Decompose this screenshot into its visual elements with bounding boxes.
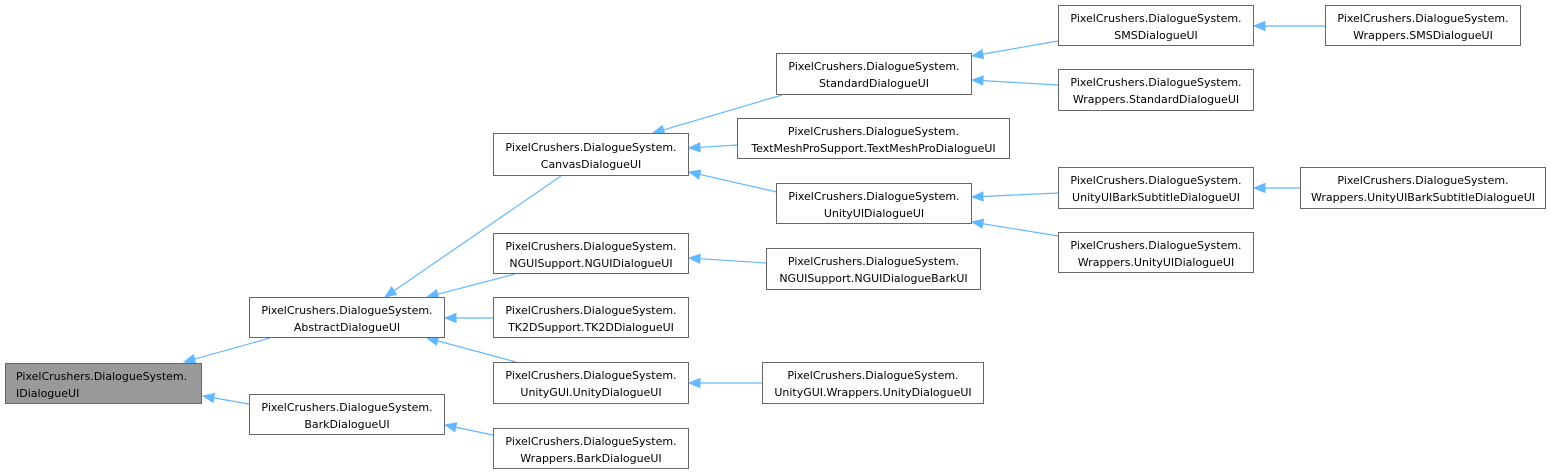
class-name-label: Wrappers.SMSDialogueUI	[1353, 29, 1493, 42]
class-node-bark-dialogue-ui[interactable]: PixelCrushers.DialogueSystem. BarkDialogu…	[249, 394, 445, 435]
class-node-unity-guiwrappers-unity-dialogue-ui[interactable]: PixelCrushers.DialogueSystem. UnityGUI.Wr…	[762, 362, 984, 404]
inheritance-arrowhead	[182, 353, 197, 364]
class-name-label: SMSDialogueUI	[1114, 29, 1198, 42]
inheritance-edge	[213, 397, 250, 405]
class-node-wrappers-bark-dialogue-ui[interactable]: PixelCrushers.DialogueSystem. Wrappers.Ba…	[493, 428, 689, 469]
class-node-nguidialogue-ui[interactable]: PixelCrushers.DialogueSystem. NGUISupport…	[493, 233, 689, 274]
inheritance-edge	[663, 94, 783, 131]
class-namespace-label: PixelCrushers.DialogueSystem.	[505, 141, 677, 154]
inheritance-arrowhead	[1252, 182, 1266, 194]
class-namespace-label: PixelCrushers.DialogueSystem.	[1070, 174, 1242, 187]
class-namespace-label: PixelCrushers.DialogueSystem.	[261, 304, 433, 317]
inheritance-arrowhead	[201, 392, 216, 404]
class-namespace-label: PixelCrushers.DialogueSystem.	[16, 370, 188, 383]
class-node-unity-uidialogue-ui[interactable]: PixelCrushers.DialogueSystem. UnityUIDial…	[776, 183, 972, 224]
class-node-idialogue-ui[interactable]: PixelCrushers.DialogueSystem. IDialogueUI	[5, 363, 202, 404]
inheritance-edge	[699, 258, 767, 264]
inheritance-arrowhead	[687, 253, 701, 264]
inheritance-edge	[982, 40, 1059, 55]
class-node-text-mesh-pro-dialogue-ui[interactable]: PixelCrushers.DialogueSystem. TextMeshPro…	[737, 118, 1010, 159]
class-name-label: UnityUIBarkSubtitleDialogueUI	[1072, 191, 1240, 204]
class-node-nguidialogue-bark-ui[interactable]: PixelCrushers.DialogueSystem. NGUISupport…	[766, 248, 981, 290]
class-name-label: AbstractDialogueUI	[293, 321, 401, 334]
class-name-label: UnityGUI.UnityDialogueUI	[520, 386, 662, 399]
class-node-unity-guidialogue-ui[interactable]: PixelCrushers.DialogueSystem. UnityGUI.Un…	[493, 362, 689, 404]
class-name-label: CanvasDialogueUI	[540, 158, 642, 171]
inheritance-edge	[437, 273, 516, 295]
inheritance-arrowhead	[687, 377, 701, 389]
inheritance-edge	[699, 144, 738, 148]
class-name-label: BarkDialogueUI	[304, 418, 390, 431]
class-namespace-label: PixelCrushers.DialogueSystem.	[261, 401, 433, 414]
class-node-smsdialogue-ui[interactable]: PixelCrushers.DialogueSystem. SMSDialogue…	[1058, 5, 1254, 46]
class-node-abstract-dialogue-ui[interactable]: PixelCrushers.DialogueSystem. AbstractDia…	[249, 297, 445, 338]
class-node-wrappers-standard-dialogue-ui[interactable]: PixelCrushers.DialogueSystem. Wrappers.St…	[1058, 69, 1254, 111]
class-name-label: StandardDialogueUI	[818, 77, 930, 90]
class-node-wrappers-unity-uidialogue-ui[interactable]: PixelCrushers.DialogueSystem. Wrappers.Un…	[1058, 232, 1254, 273]
inheritance-arrowhead	[970, 48, 985, 60]
class-name-label: Wrappers.BarkDialogueUI	[520, 452, 662, 465]
class-name-label: Wrappers.StandardDialogueUI	[1072, 93, 1240, 106]
class-namespace-label: PixelCrushers.DialogueSystem.	[505, 369, 677, 382]
class-namespace-label: PixelCrushers.DialogueSystem.	[787, 255, 960, 268]
class-node-wrappers-smsdialogue-ui[interactable]: PixelCrushers.DialogueSystem. Wrappers.SM…	[1325, 5, 1521, 46]
class-name-label: NGUISupport.NGUIDialogueUI	[509, 257, 673, 270]
class-name-label: UnityGUI.Wrappers.UnityDialogueUI	[774, 386, 972, 399]
class-namespace-label: PixelCrushers.DialogueSystem.	[788, 190, 960, 203]
class-namespace-label: PixelCrushers.DialogueSystem.	[505, 304, 677, 317]
class-node-canvas-dialogue-ui[interactable]: PixelCrushers.DialogueSystem. CanvasDialo…	[493, 133, 689, 176]
class-namespace-label: PixelCrushers.DialogueSystem.	[1070, 239, 1242, 252]
class-namespace-label: PixelCrushers.DialogueSystem.	[1337, 174, 1509, 187]
class-node-standard-dialogue-ui[interactable]: PixelCrushers.DialogueSystem. StandardDia…	[776, 53, 972, 95]
inheritance-edge	[437, 340, 517, 363]
class-name-label: UnityUIDialogueUI	[823, 207, 925, 220]
inheritance-arrowhead	[970, 191, 984, 202]
inheritance-arrowhead	[383, 286, 398, 298]
inheritance-arrowhead	[687, 142, 701, 153]
class-name-label: TK2DSupport.TK2DDialogueUI	[508, 321, 674, 334]
inheritance-edge	[194, 337, 271, 360]
class-node-tk2-ddialogue-ui[interactable]: PixelCrushers.DialogueSystem. TK2DSupport…	[493, 297, 689, 338]
class-namespace-label: PixelCrushers.DialogueSystem.	[1337, 12, 1509, 25]
class-name-label: IDialogueUI	[16, 387, 80, 400]
inheritance-edge	[982, 192, 1059, 198]
class-namespace-label: PixelCrushers.DialogueSystem.	[1070, 76, 1242, 89]
inheritance-edge	[393, 175, 562, 292]
inheritance-arrowhead	[443, 422, 458, 433]
class-name-label: NGUISupport.NGUIDialogueBarkUI	[779, 272, 968, 285]
inheritance-arrowhead	[1252, 20, 1266, 32]
inheritance-arrowhead	[687, 169, 702, 180]
inheritance-edge	[699, 173, 782, 194]
class-name-label: Wrappers.UnityUIDialogueUI	[1077, 256, 1235, 269]
class-name-label: Wrappers.UnityUIBarkSubtitleDialogueUI	[1310, 191, 1536, 204]
class-namespace-label: PixelCrushers.DialogueSystem.	[505, 240, 677, 253]
inheritance-edge	[982, 80, 1059, 86]
inheritance-edge	[982, 223, 1059, 237]
class-node-unity-uibark-subtitle-dialogue-ui[interactable]: PixelCrushers.DialogueSystem. UnityUIBark…	[1058, 167, 1254, 209]
class-name-label: TextMeshProSupport.TextMeshProDialogueUI	[751, 142, 996, 155]
inheritance-arrowhead	[970, 218, 985, 230]
class-namespace-label: PixelCrushers.DialogueSystem.	[1070, 12, 1242, 25]
class-node-wrappers-unity-uibark-subtitle-dialogue-ui[interactable]: PixelCrushers.DialogueSystem. Wrappers.Un…	[1300, 167, 1546, 209]
class-namespace-label: PixelCrushers.DialogueSystem.	[787, 125, 960, 138]
inheritance-arrowhead	[970, 75, 984, 86]
class-namespace-label: PixelCrushers.DialogueSystem.	[788, 60, 960, 73]
inheritance-edge	[455, 426, 494, 436]
class-namespace-label: PixelCrushers.DialogueSystem.	[505, 435, 677, 448]
class-namespace-label: PixelCrushers.DialogueSystem.	[787, 369, 959, 382]
inheritance-arrowhead	[443, 312, 457, 324]
